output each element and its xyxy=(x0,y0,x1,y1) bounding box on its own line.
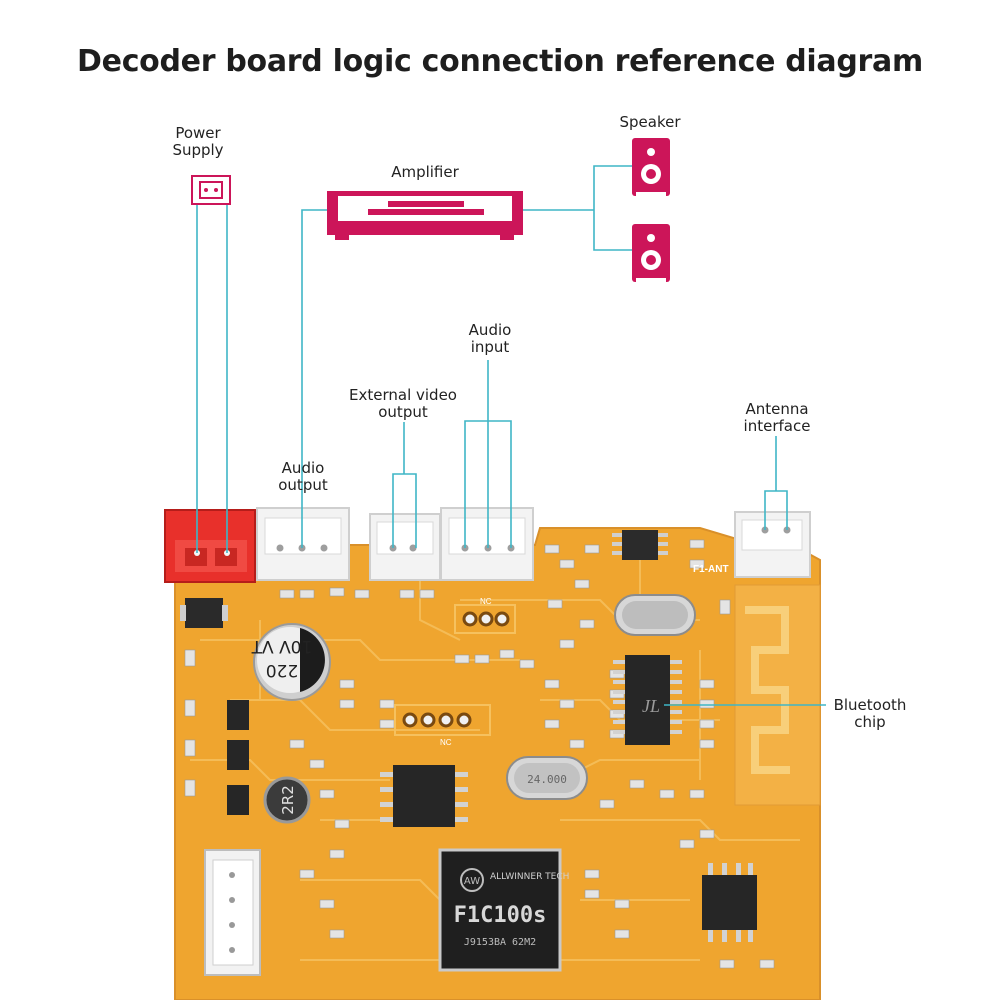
video-output-connector xyxy=(369,513,441,581)
speaker-icon-bottom xyxy=(632,224,670,282)
crystal-middle: 24.000 xyxy=(506,756,588,800)
side-connector xyxy=(204,849,261,976)
label-speaker: Speaker xyxy=(619,113,681,131)
ant-marking: F1-ANT xyxy=(693,564,729,575)
main-chip-model: F1C100s xyxy=(454,903,547,928)
crystal-marking: 24.000 xyxy=(527,773,567,786)
power-supply-icon xyxy=(191,175,231,205)
inductor-marking: 2R2 xyxy=(279,785,297,815)
nc-header-middle: NC xyxy=(394,704,491,747)
label-power-supply: Power Supply xyxy=(172,124,224,159)
label-audio-output: Audio output xyxy=(278,459,328,494)
capacitor: 10V VT 220 xyxy=(251,623,331,701)
small-ic-top xyxy=(612,530,668,560)
label-antenna-interface: Antenna interface xyxy=(743,400,811,435)
label-bluetooth-chip: Bluetooth chip xyxy=(833,696,907,731)
nc-header-top: NC xyxy=(454,597,516,634)
connection-lines xyxy=(196,165,826,706)
nc-marking-1: NC xyxy=(480,597,492,606)
main-chip: AW ALLWINNER TECH F1C100s J9153BA 62M2 xyxy=(438,848,569,972)
page-title: Decoder board logic connection reference… xyxy=(77,44,923,79)
main-chip-code: J9153BA 62M2 xyxy=(464,937,536,948)
inductor: 2R2 xyxy=(263,776,311,824)
main-chip-brand: ALLWINNER TECH xyxy=(490,872,569,882)
diode xyxy=(185,598,223,628)
memory-chip xyxy=(380,765,468,827)
label-amplifier: Amplifier xyxy=(391,163,459,181)
decoder-board: F1-ANT NC NC xyxy=(164,507,821,1000)
bluetooth-chip: JL xyxy=(613,655,682,745)
amplifier-icon xyxy=(327,191,523,240)
small-ic-bottom-right xyxy=(702,863,757,942)
antenna-connector xyxy=(734,511,811,578)
transistors xyxy=(227,700,249,815)
audio-output-connector xyxy=(256,507,350,581)
speaker-icon-top xyxy=(632,138,670,196)
nc-marking-2: NC xyxy=(440,738,452,747)
crystal-top xyxy=(614,594,696,636)
capacitor-value: 220 xyxy=(266,660,298,680)
svg-text:JL: JL xyxy=(642,696,660,716)
power-connector xyxy=(164,509,256,583)
label-audio-input: Audio input xyxy=(468,321,512,356)
capacitor-voltage: 10V VT xyxy=(251,636,312,656)
label-external-video-output: External video output xyxy=(349,386,457,421)
svg-text:AW: AW xyxy=(464,876,480,887)
audio-input-connector xyxy=(440,507,534,581)
